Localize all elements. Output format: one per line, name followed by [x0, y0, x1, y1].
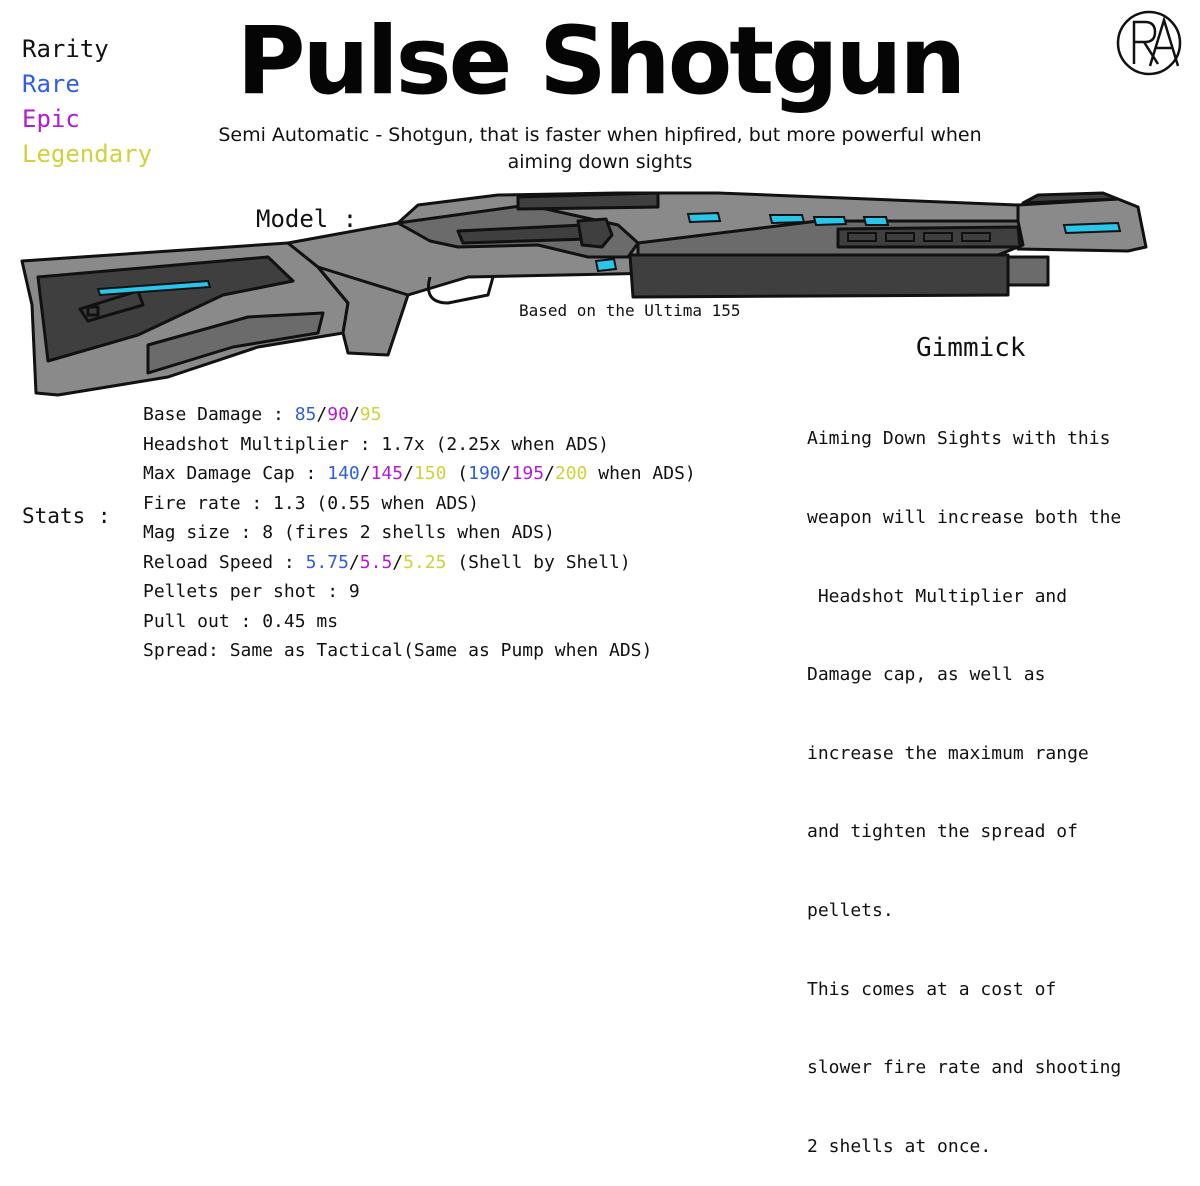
gimmick-line: increase the maximum range	[807, 742, 1089, 764]
gimmick-line: Headshot Multiplier and	[807, 585, 1068, 607]
gimmick-line: Damage cap, as well as	[807, 664, 1046, 686]
rarity-legend: Rarity Rare Epic Legendary	[22, 32, 152, 172]
gimmick-line: slower fire rate and shooting	[807, 1057, 1122, 1079]
rarity-epic: Epic	[22, 105, 80, 133]
stats-list: Base Damage : 85/90/95 Headshot Multipli…	[143, 400, 696, 666]
stats-label: Stats :	[22, 504, 111, 528]
stat-base-damage: Base Damage : 85/90/95	[143, 404, 382, 425]
gimmick-title: Gimmick	[916, 333, 1026, 363]
stat-reload-speed: Reload Speed : 5.75/5.5/5.25 (Shell by S…	[143, 551, 631, 573]
shotgun-illustration	[20, 191, 1148, 397]
stat-mag-size: Mag size : 8 (fires 2 shells when ADS)	[143, 522, 555, 543]
stat-headshot-multiplier: Headshot Multiplier : 1.7x (2.25x when A…	[143, 433, 609, 455]
stat-fire-rate: Fire rate : 1.3 (0.55 when ADS)	[143, 492, 479, 514]
model-label: Model :	[256, 205, 358, 233]
gimmick-line: pellets.	[807, 900, 894, 922]
ra-monogram-logo-icon	[1116, 10, 1182, 76]
page-title: Pulse Shotgun	[236, 7, 967, 116]
gimmick-line: and tighten the spread of	[807, 821, 1078, 843]
rarity-legendary: Legendary	[22, 140, 153, 168]
gimmick-line: Aiming Down Sights with this	[807, 428, 1111, 450]
stat-pellets: Pellets per shot : 9	[143, 581, 360, 602]
rarity-rare: Rare	[22, 70, 80, 98]
gimmick-line: This comes at a cost of	[807, 978, 1057, 1000]
stat-spread: Spread: Same as Tactical(Same as Pump wh…	[143, 640, 653, 661]
based-on-caption: Based on the Ultima 155	[519, 301, 741, 320]
gimmick-line: weapon will increase both the	[807, 507, 1122, 529]
rarity-heading: Rarity	[22, 35, 109, 63]
stat-pull-out: Pull out : 0.45 ms	[143, 610, 339, 632]
gimmick-line: 2 shells at once.	[807, 1135, 992, 1157]
weapon-description: Semi Automatic - Shotgun, that is faster…	[218, 124, 982, 173]
stat-max-damage-cap: Max Damage Cap : 140/145/150 (190/195/20…	[143, 463, 696, 484]
gimmick-description: Aiming Down Sights with this weapon will…	[807, 374, 1121, 1186]
